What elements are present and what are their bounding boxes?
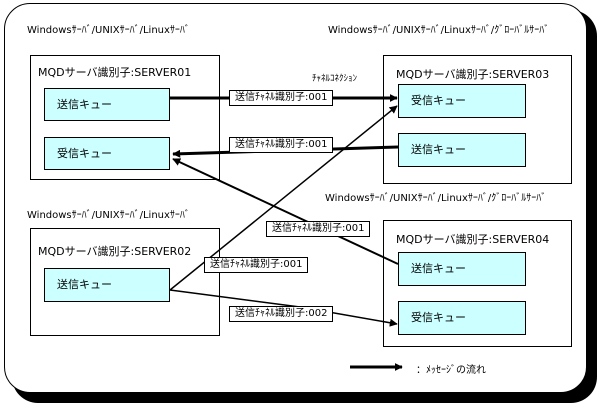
channel-label-03-to-01: 送信ﾁｬﾈﾙ識別子:001 bbox=[229, 137, 334, 153]
server-title: MQDサーバ識別子:SERVER01 bbox=[38, 66, 192, 79]
legend-label: ：ﾒｯｾｰｼﾞの流れ bbox=[416, 365, 486, 376]
send-queue-server01: 送信キュー bbox=[44, 88, 170, 121]
platform-label-server01: Windowsｻｰﾊﾞ/UNIXｻｰﾊﾞ/Linuxｻｰﾊﾞ bbox=[27, 25, 190, 36]
recv-queue-server04: 受信キュー bbox=[398, 301, 526, 335]
recv-queue-server03: 受信キュー bbox=[398, 84, 526, 118]
channel-label-01-to-03: 送信ﾁｬﾈﾙ識別子:001 bbox=[229, 90, 334, 106]
platform-label-server03: Windowsｻｰﾊﾞ/UNIXｻｰﾊﾞ/Linuxｻｰﾊﾞ/ｸﾞﾛｰﾊﾞﾙｻｰ… bbox=[328, 25, 550, 36]
channel-label-02-to-04: 送信ﾁｬﾈﾙ識別子:002 bbox=[229, 306, 334, 322]
send-queue-server04: 送信キュー bbox=[398, 252, 526, 286]
send-queue-server02: 送信キュー bbox=[44, 268, 170, 302]
platform-label-server04: Windowsｻｰﾊﾞ/UNIXｻｰﾊﾞ/Linuxｻｰﾊﾞ/ｸﾞﾛｰﾊﾞﾙｻｰ… bbox=[325, 193, 547, 204]
recv-queue-server01: 受信キュー bbox=[44, 137, 170, 170]
flow-arrow-04-to-01 bbox=[172, 158, 399, 265]
server-title: MQDサーバ識別子:SERVER04 bbox=[396, 233, 550, 246]
platform-label-server02: Windowsｻｰﾊﾞ/UNIXｻｰﾊﾞ/Linuxｻｰﾊﾞ bbox=[27, 210, 190, 221]
server-title: MQDサーバ識別子:SERVER03 bbox=[396, 68, 550, 81]
channel-label-02-to-03: 送信ﾁｬﾈﾙ識別子:001 bbox=[204, 257, 309, 273]
server-title: MQDサーバ識別子:SERVER02 bbox=[38, 245, 192, 258]
channel-label-04-to-01: 送信ﾁｬﾈﾙ識別子:001 bbox=[266, 221, 371, 237]
channel-connection-caption: ﾁｬﾈﾙｺﾈｸｼｮﾝ bbox=[312, 74, 358, 84]
send-queue-server03: 送信キュー bbox=[398, 133, 526, 167]
